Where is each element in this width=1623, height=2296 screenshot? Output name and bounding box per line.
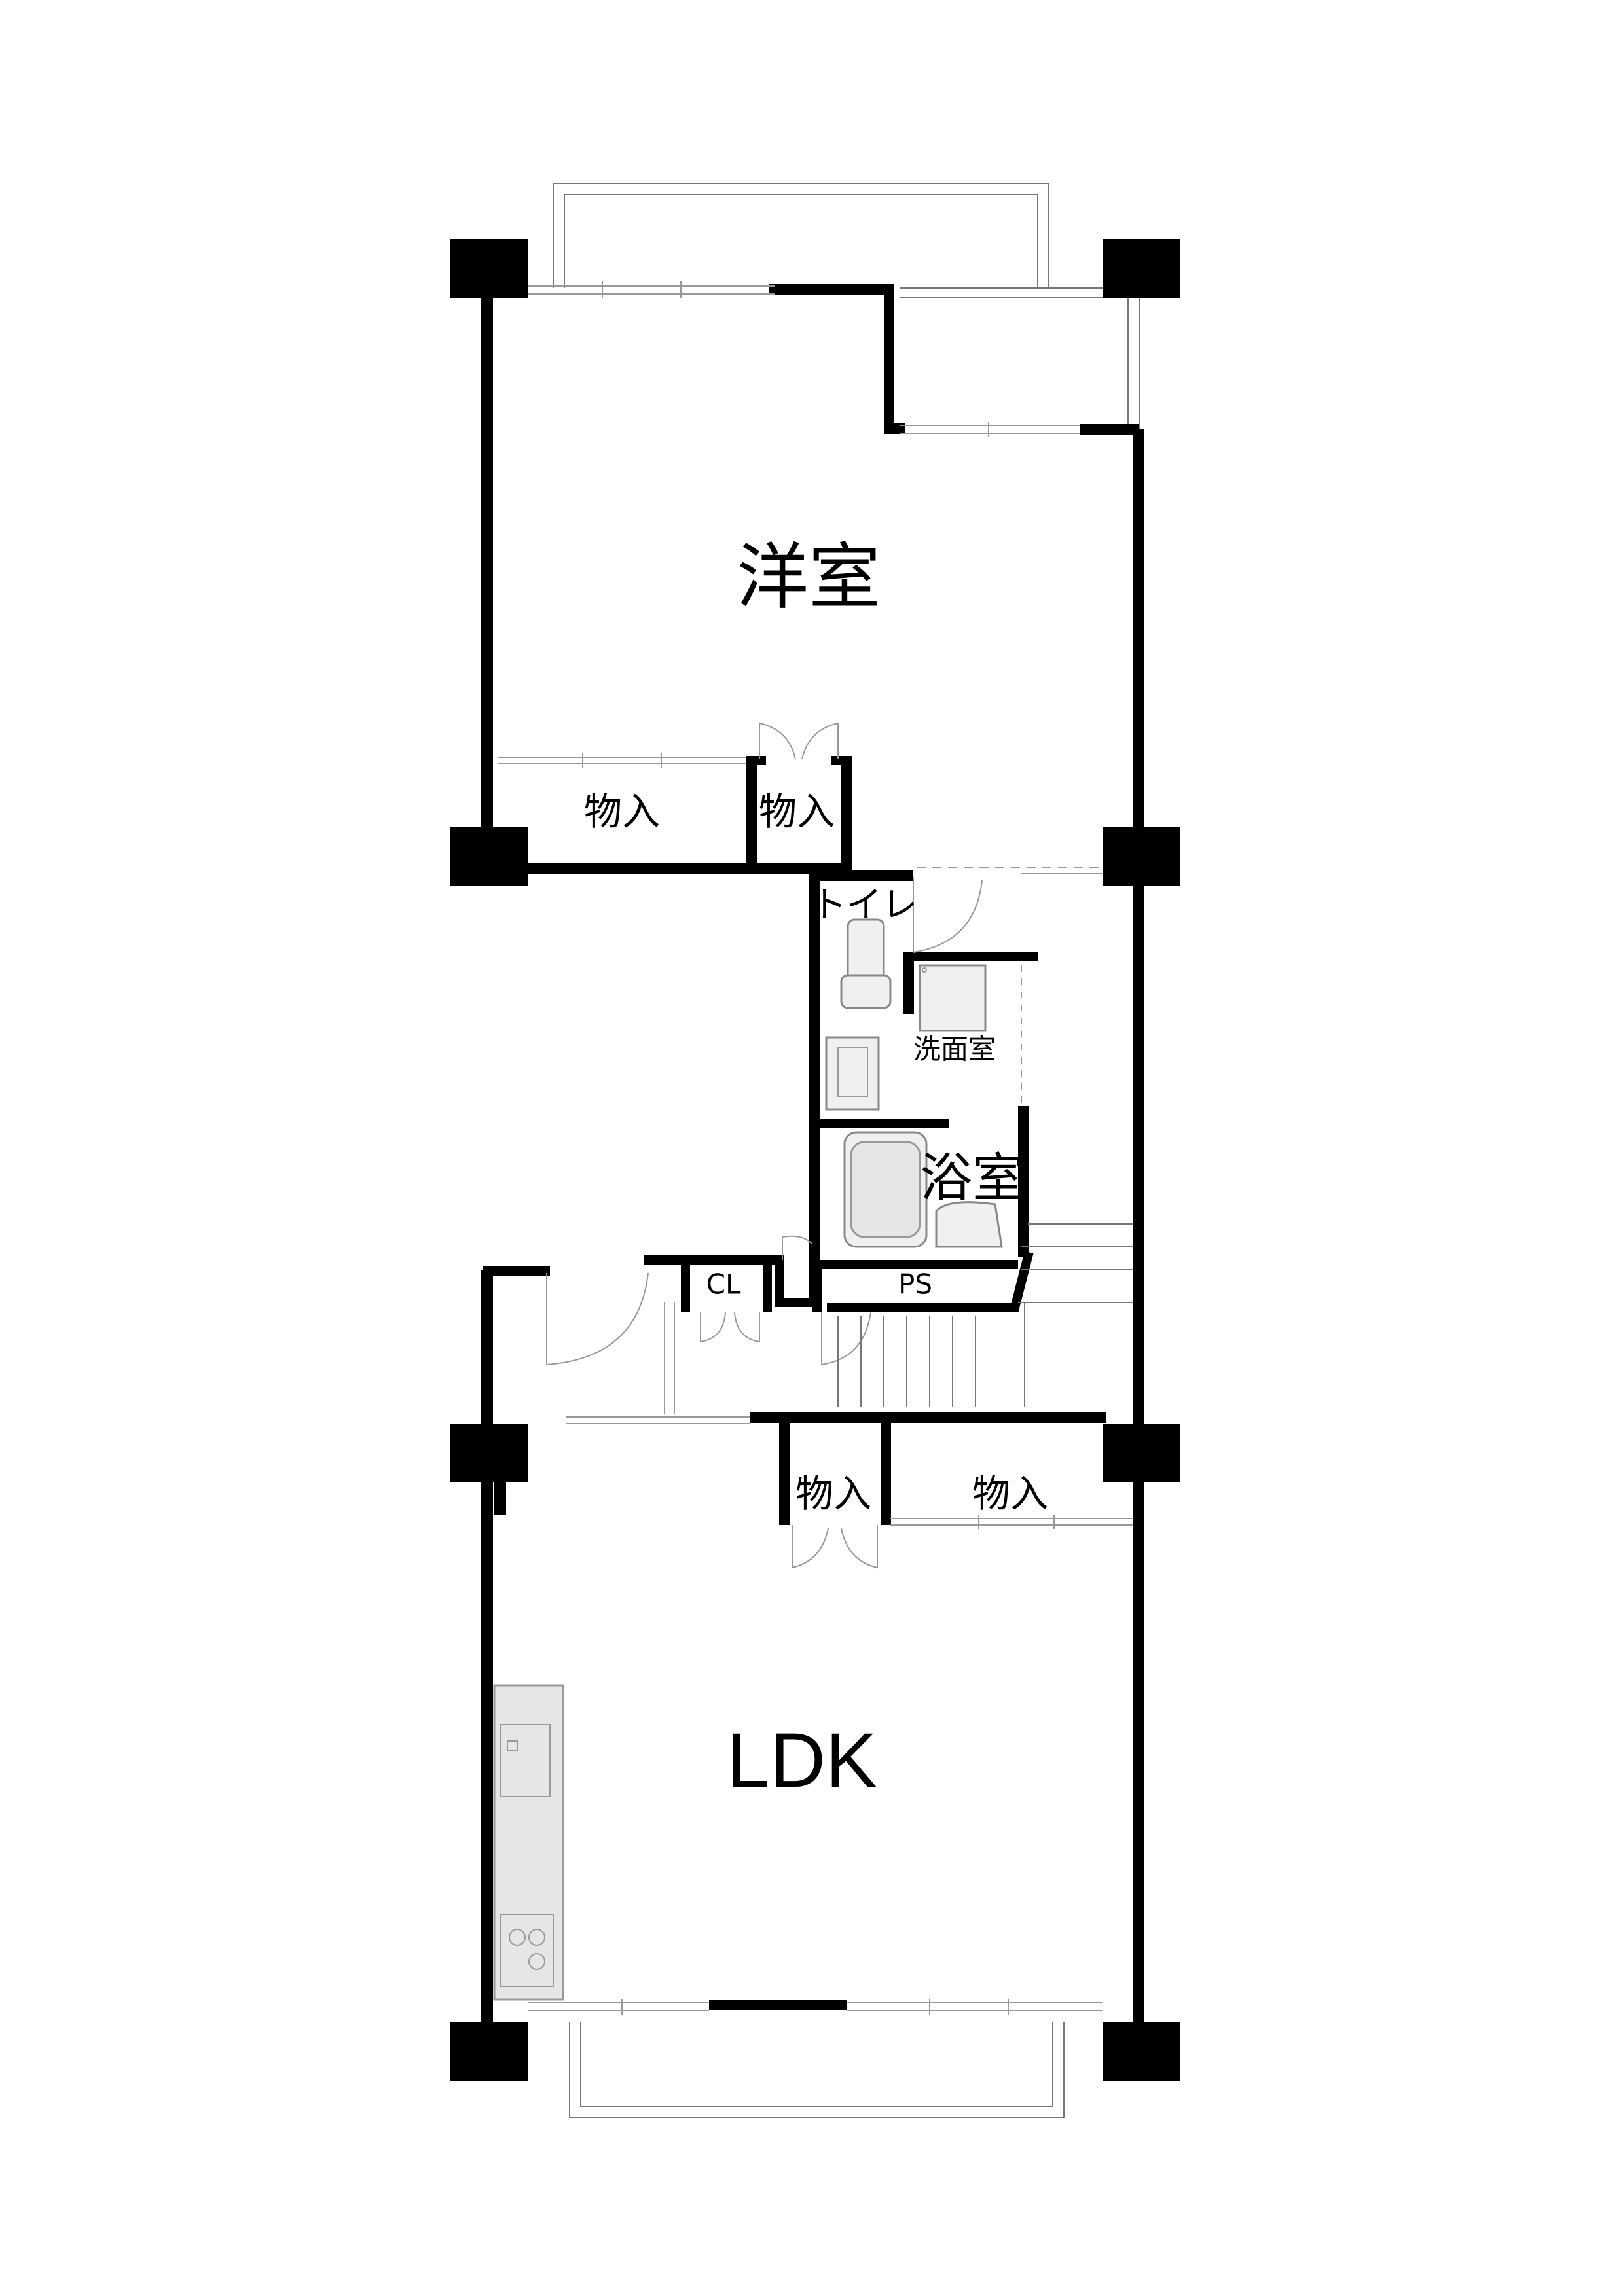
stairs: [837, 1223, 1133, 1407]
room-label-storage-upper-left: 物入: [584, 789, 660, 834]
room-label-toilet: トイレ: [811, 884, 917, 925]
walls: [481, 284, 1144, 2036]
column-mid-right: [1103, 827, 1180, 886]
room-label-ldk: LDK: [727, 1717, 877, 1804]
washing-machine: [919, 964, 987, 1032]
room-label-storage-lower-right: 物入: [972, 1471, 1048, 1516]
room-label-closet: CL: [706, 1268, 741, 1300]
toilet-fixture: [840, 918, 892, 1009]
room-label-storage-upper-right: 物入: [759, 789, 835, 834]
wash-basin: [825, 1036, 880, 1111]
room-label-pipe-space: PS: [898, 1268, 932, 1300]
column-top-right: [1103, 239, 1180, 298]
room-label-bathroom: 浴室: [920, 1148, 1025, 1209]
room-label-washroom: 洗面室: [913, 1033, 996, 1066]
windows-and-sliding-doors: [498, 281, 1133, 2015]
bathtub: [843, 1131, 1003, 1248]
upper-balcony: [553, 183, 1140, 432]
swing-doors: [546, 722, 983, 1569]
room-label-western-room: 洋室: [737, 535, 881, 619]
lower-balcony: [569, 2022, 1065, 2118]
kitchen-counter: [493, 1684, 564, 2001]
room-label-storage-lower-left: 物入: [795, 1471, 871, 1516]
